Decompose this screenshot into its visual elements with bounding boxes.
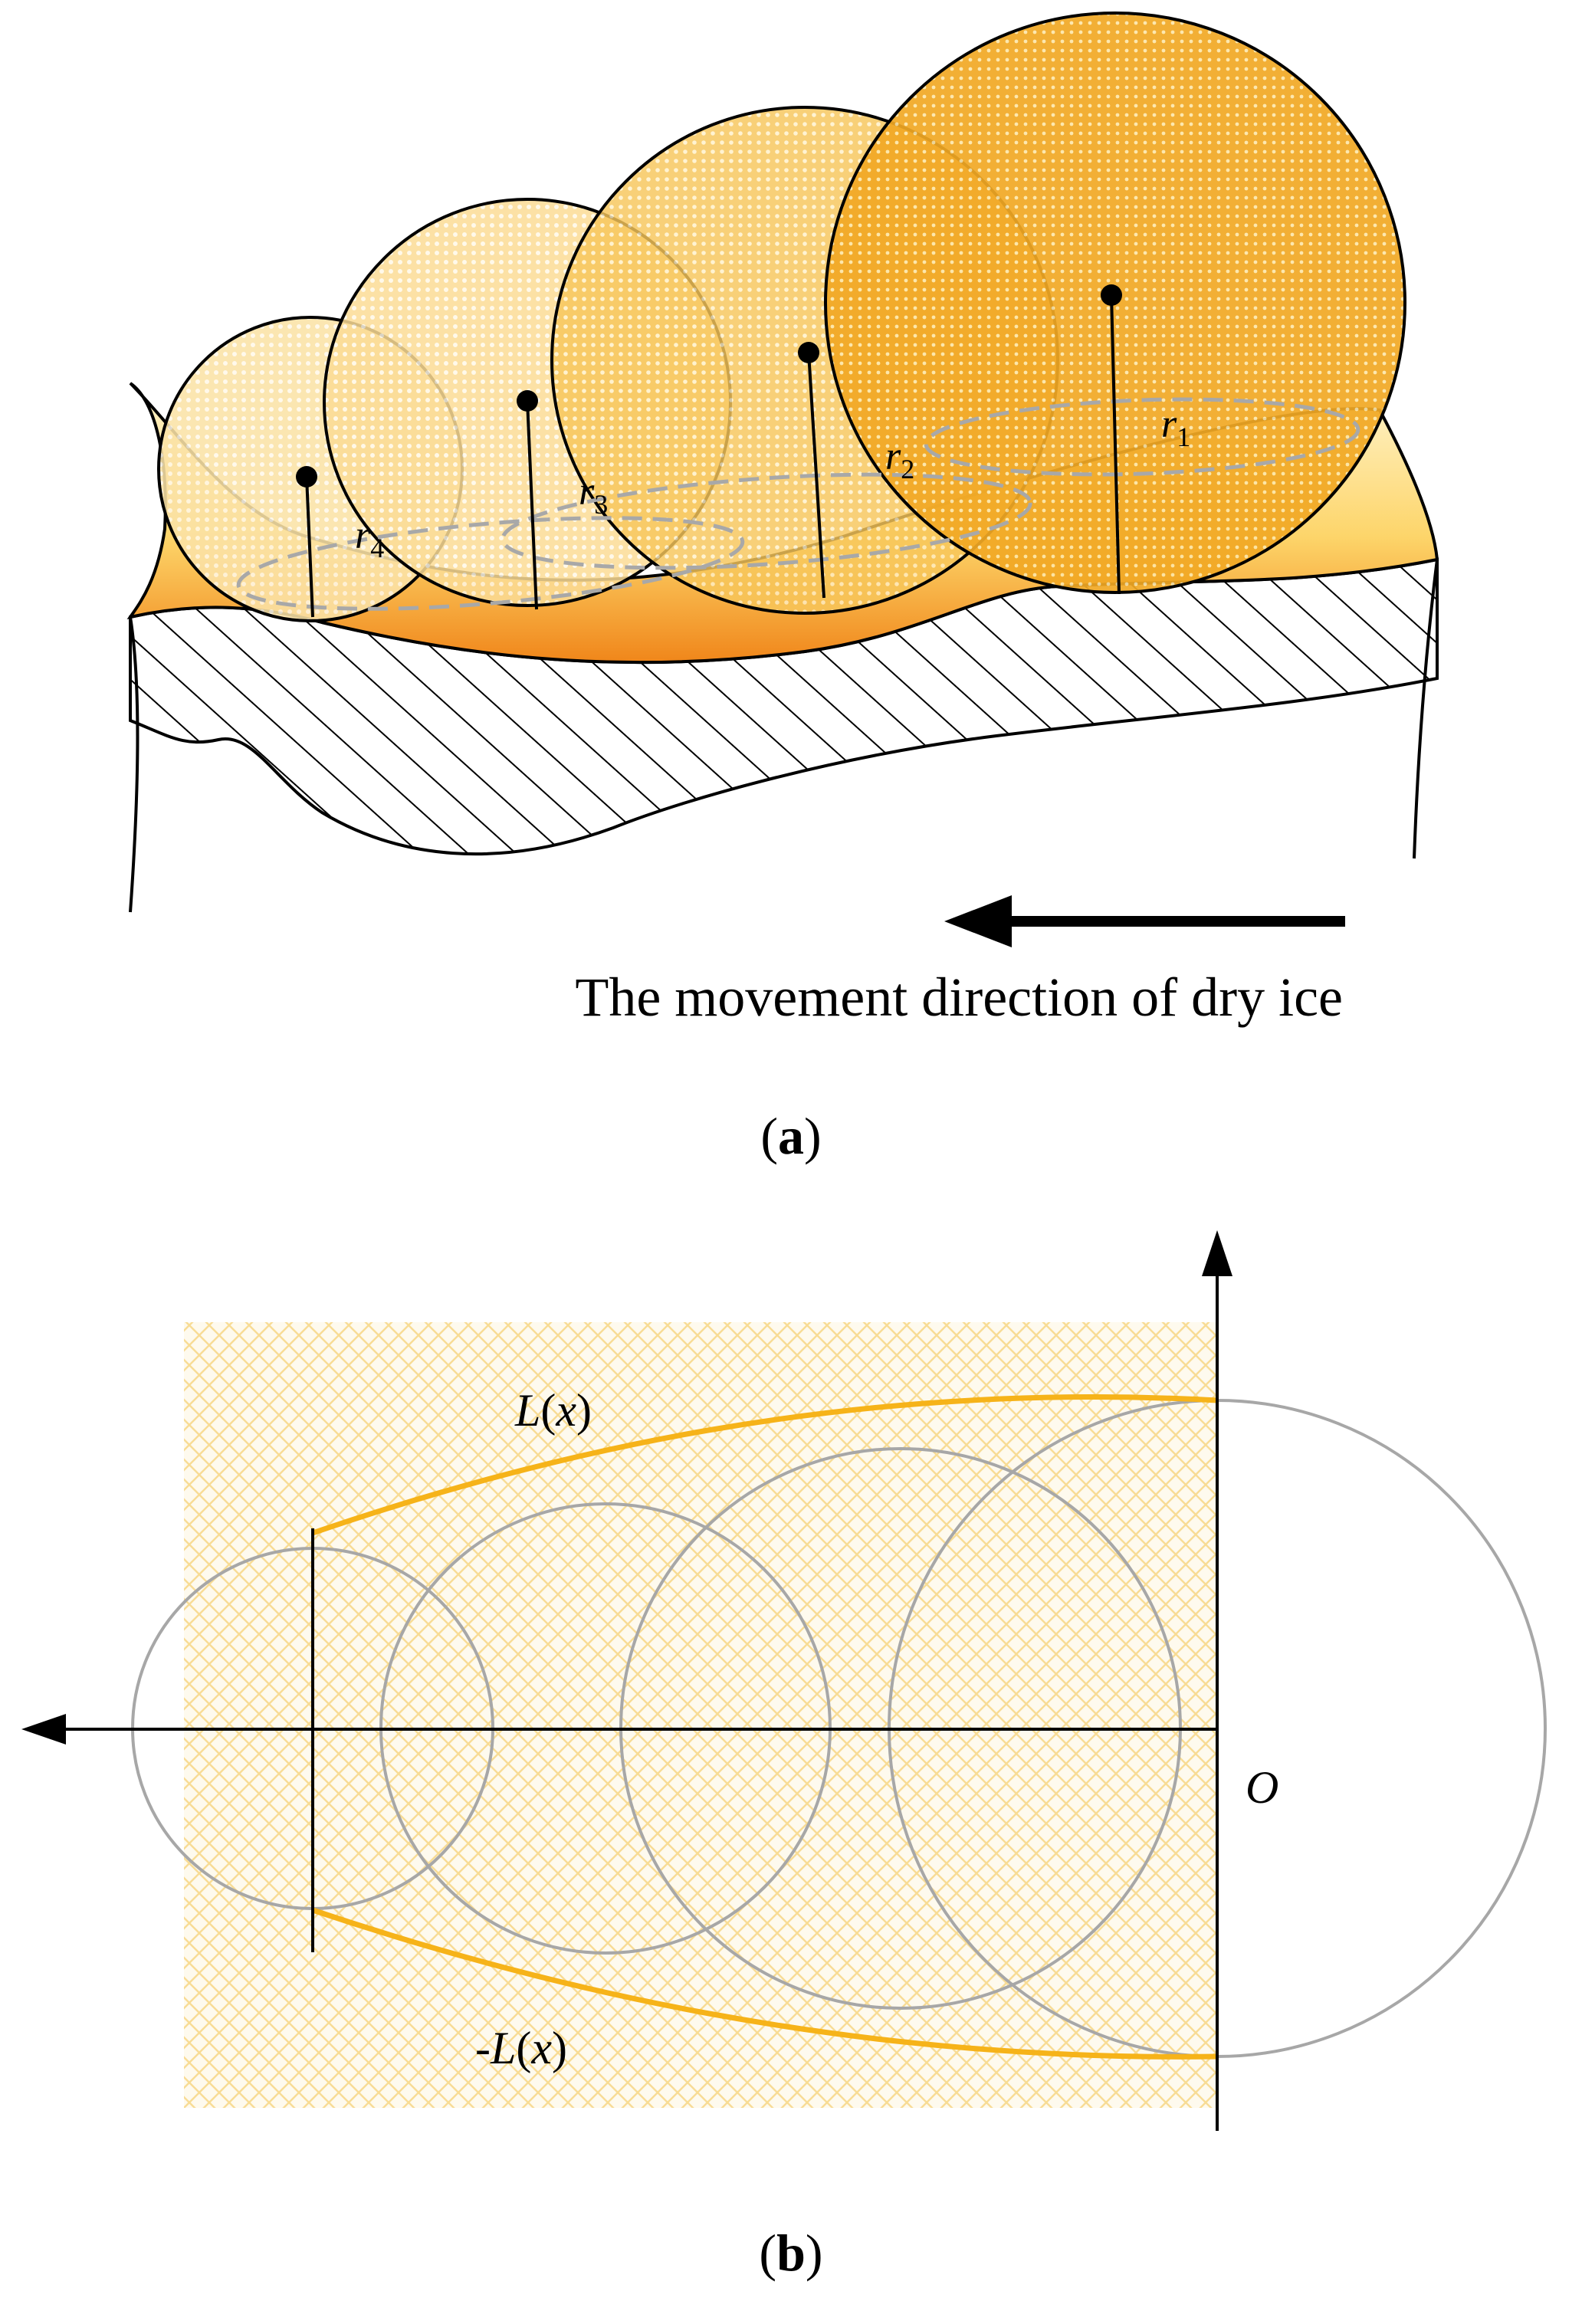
particle-center-3 xyxy=(517,390,538,412)
radius-label-3: r3 xyxy=(579,470,608,520)
contact-ellipse-2 xyxy=(501,472,1032,570)
lower-envelope-curve xyxy=(311,1907,1218,2060)
particle-center-2 xyxy=(798,342,819,363)
radius-markers xyxy=(305,294,1121,618)
contact-ellipse-1 xyxy=(924,397,1360,477)
panel-b-envelope-diagram: L(x) -L(x) O (b) xyxy=(21,1230,1547,2282)
panel-label-a: (a) xyxy=(760,1107,821,1165)
radius-label-2: r2 xyxy=(885,435,914,484)
upper-curve-label: L(x) xyxy=(514,1385,592,1436)
particle-center-1 xyxy=(1101,284,1122,306)
impact-region-mesh xyxy=(184,1322,1216,2108)
vertical-axis-arrow xyxy=(1202,1230,1232,1276)
horizontal-axis-arrow xyxy=(21,1714,66,1745)
contact-ellipse-3 xyxy=(236,516,745,611)
substrate-left-edge xyxy=(129,616,139,913)
lower-curve-label: -L(x) xyxy=(475,2023,567,2073)
origin-label: O xyxy=(1246,1762,1278,1813)
panel-a-dry-ice-impact-diagram: r1 r2 r3 r4 The movement direction of dr… xyxy=(126,11,1439,1165)
movement-arrow-head xyxy=(944,895,1012,947)
radius-label-4: r4 xyxy=(355,514,384,563)
substrate-right-edge xyxy=(1413,559,1439,859)
panel-label-b: (b) xyxy=(759,2224,822,2282)
particle-center-4 xyxy=(296,466,317,487)
radius-label-1: r1 xyxy=(1161,402,1190,452)
movement-direction-caption: The movement direction of dry ice xyxy=(575,967,1343,1028)
upper-envelope-curve xyxy=(311,1394,1218,1536)
